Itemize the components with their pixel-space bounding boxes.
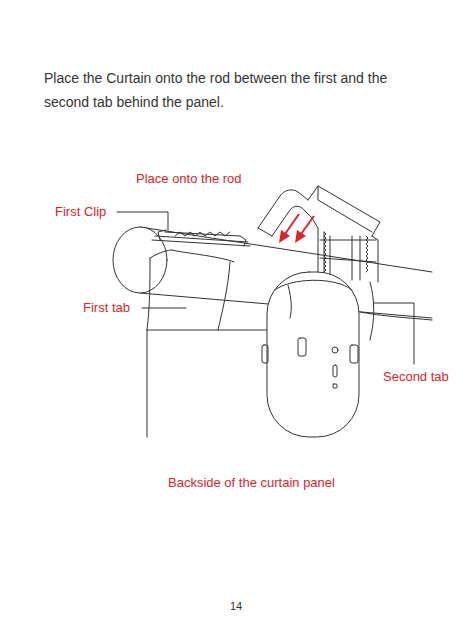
part-label: Second tab [383,369,449,385]
caption-label: Backside of the curtain panel [168,475,335,491]
page-number: 14 [230,598,242,614]
callout-label: Place onto the rod [136,171,242,187]
part-label: First tab [83,300,130,316]
instruction-text: Place the Curtain onto the rod between t… [44,66,436,114]
part-label: First Clip [55,204,106,220]
